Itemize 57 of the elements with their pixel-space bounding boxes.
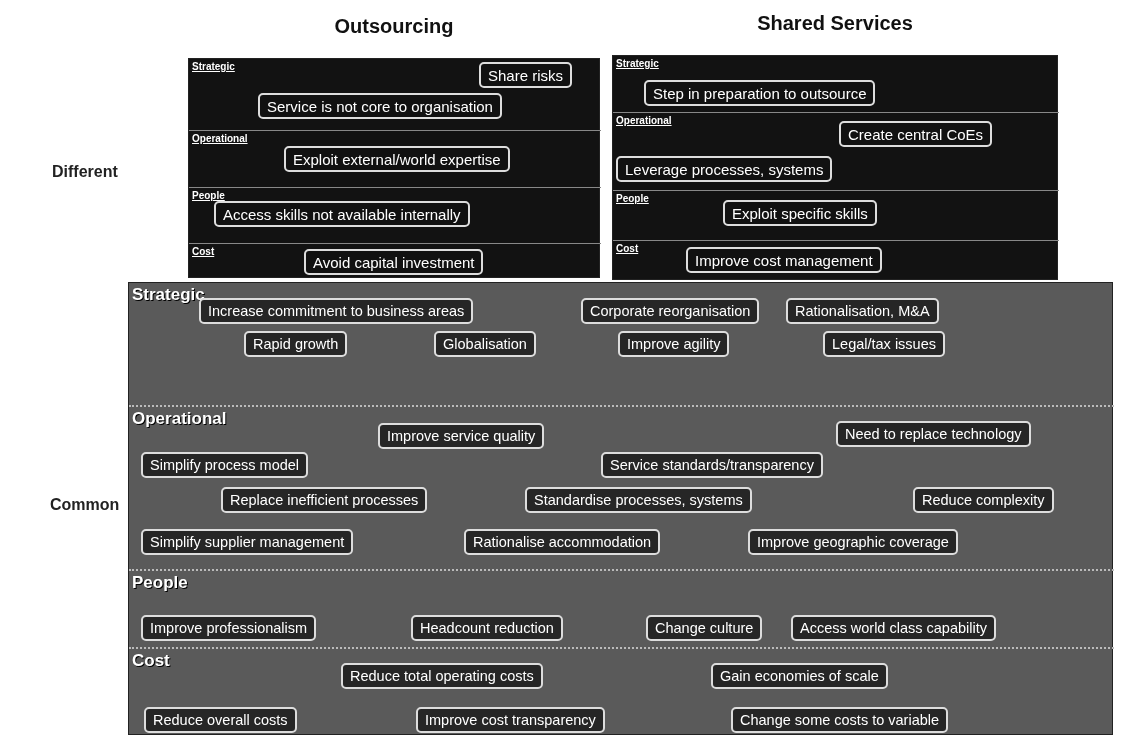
item-tag: Replace inefficient processes [221,487,428,513]
column-heading: Outsourcing [333,15,455,38]
item-tag: Simplify supplier management [141,529,354,555]
item-tag: Legal/tax issues [823,331,945,357]
item-tag: Access skills not available internally [214,201,470,227]
item-tag: Improve professionalism [141,615,317,641]
item-tag: Reduce complexity [913,487,1054,513]
item-tag: Rapid growth [244,331,348,357]
item-tag: Exploit specific skills [723,200,877,226]
section-heading: Cost [192,246,215,257]
column-heading: Shared Services [756,12,914,35]
section-band [613,113,1059,191]
section-band [189,131,601,188]
item-tag: Headcount reduction [411,615,563,641]
section-heading: Cost [132,651,170,671]
section-band [189,188,601,244]
item-tag: Improve geographic coverage [748,529,958,555]
item-tag: Change some costs to variable [731,707,949,733]
item-tag: Improve cost management [686,247,882,273]
section-band [189,59,601,131]
section-heading: People [616,193,649,204]
section-heading: Strategic [616,58,659,69]
section-heading: Strategic [192,61,235,72]
item-tag: Improve agility [618,331,730,357]
row-label: Common [50,496,120,514]
item-tag: Rationalisation, M&A [786,298,939,324]
item-tag: Service standards/transparency [601,452,823,478]
item-tag: Service is not core to organisation [258,93,502,119]
item-tag: Need to replace technology [836,421,1031,447]
item-tag: Corporate reorganisation [581,298,760,324]
item-tag: Globalisation [434,331,536,357]
item-tag: Reduce total operating costs [341,663,543,689]
section-heading: Cost [616,243,639,254]
item-tag: Access world class capability [791,615,996,641]
item-tag: Step in preparation to outsource [644,80,876,106]
section-heading: Operational [132,409,227,429]
item-tag: Simplify process model [141,452,309,478]
item-tag: Change culture [646,615,763,641]
item-tag: Exploit external/world expertise [284,146,510,172]
row-label: Different [52,163,118,181]
item-tag: Gain economies of scale [711,663,888,689]
item-tag: Improve cost transparency [416,707,605,733]
section-heading: Operational [616,115,672,126]
item-tag: Improve service quality [378,423,545,449]
item-tag: Leverage processes, systems [616,156,833,182]
item-tag: Share risks [479,62,573,88]
panel [128,282,1113,735]
section-heading: Operational [192,133,248,144]
section-band [613,191,1059,241]
item-tag: Reduce overall costs [144,707,297,733]
item-tag: Avoid capital investment [304,249,484,275]
section-band [613,56,1059,113]
item-tag: Create central CoEs [839,121,993,147]
item-tag: Standardise processes, systems [525,487,752,513]
section-heading: People [192,190,225,201]
item-tag: Rationalise accommodation [464,529,661,555]
section-heading: People [132,573,188,593]
